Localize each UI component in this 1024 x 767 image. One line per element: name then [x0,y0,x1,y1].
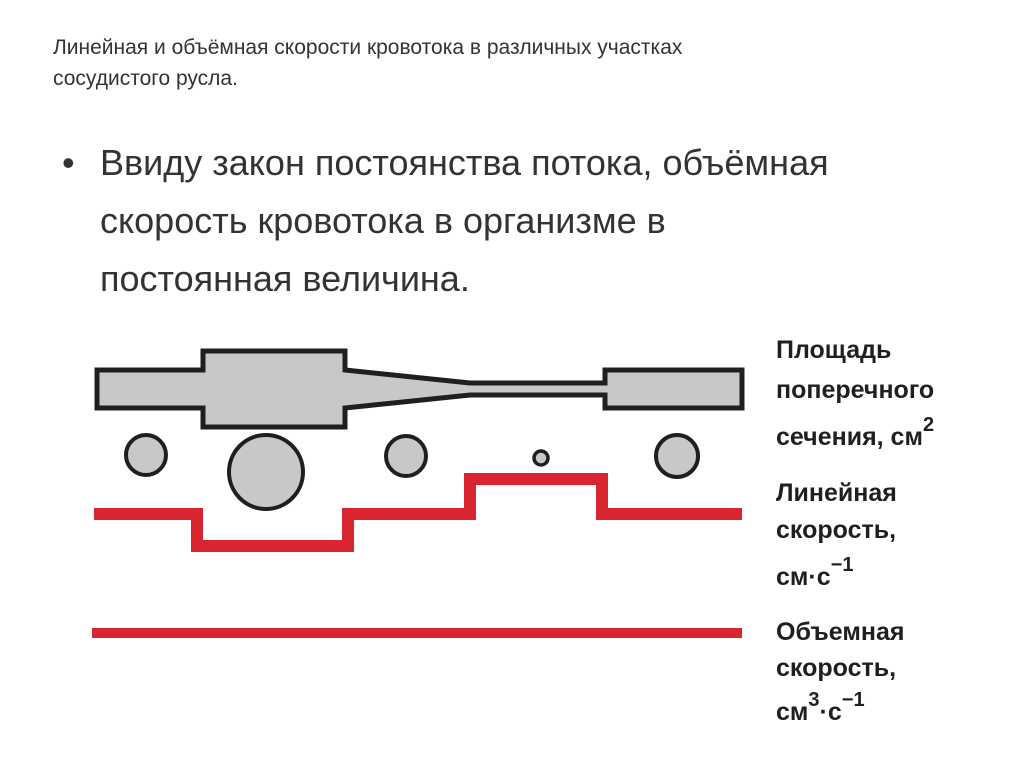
label-linear-line-1: Линейная [776,479,897,507]
linear-velocity-line [94,473,742,552]
label-volume-sup-a: 3 [808,689,819,711]
cross-section-circle-large [227,433,305,511]
label-area-sup: 2 [923,414,934,436]
cross-section-circle-arteriole [384,434,428,478]
label-area-line-2: поперечного [776,376,934,404]
label-volume-sup-b: −1 [842,689,865,711]
label-linear-line-2: скорость, [776,516,896,544]
blood-flow-diagram: Площадь поперечного сечения, см2 Линейна… [92,336,934,726]
label-volume-unit-a: см [776,698,808,726]
label-volume-unit-b: ·с [820,698,842,726]
cross-section-circle-vein [654,433,700,479]
label-linear: Линейная скорость, см·с−1 [776,479,897,591]
label-linear-sup: −1 [831,554,854,576]
label-area-unit: сечения, см [776,423,923,451]
label-volume-line-3: см3·с−1 [776,689,865,726]
label-area-line-3: сечения, см2 [776,414,934,451]
slide-title-line-1: Линейная и объёмная скорости кровотока в… [53,36,683,59]
bullet-text-line-2: скорость кровотока в организме в [100,200,666,241]
label-volume-line-1: Объемная [776,618,904,646]
label-linear-unit: см·с [776,563,831,591]
bullet-text-line-3: постоянная величина. [100,258,470,299]
label-volume: Объемная скорость, см3·с−1 [776,618,904,726]
vessel-profile-shape [94,348,745,430]
label-linear-line-3: см·с−1 [776,554,853,591]
bullet-dot-icon: • [62,142,75,183]
label-area: Площадь поперечного сечения, см2 [776,336,934,451]
label-volume-line-2: скорость, [776,654,896,682]
label-area-line-1: Площадь [776,336,891,364]
cross-section-circle-artery [124,433,168,477]
bullet-text-line-1: Ввиду закон постоянства потока, объёмная [100,142,829,183]
slide-title: Линейная и объёмная скорости кровотока в… [53,32,873,94]
cross-section-circle-capillary [532,449,550,467]
bullet-text: Ввиду закон постоянства потока, объёмная… [100,134,960,308]
slide-title-line-2: сосудистого русла. [53,67,238,90]
